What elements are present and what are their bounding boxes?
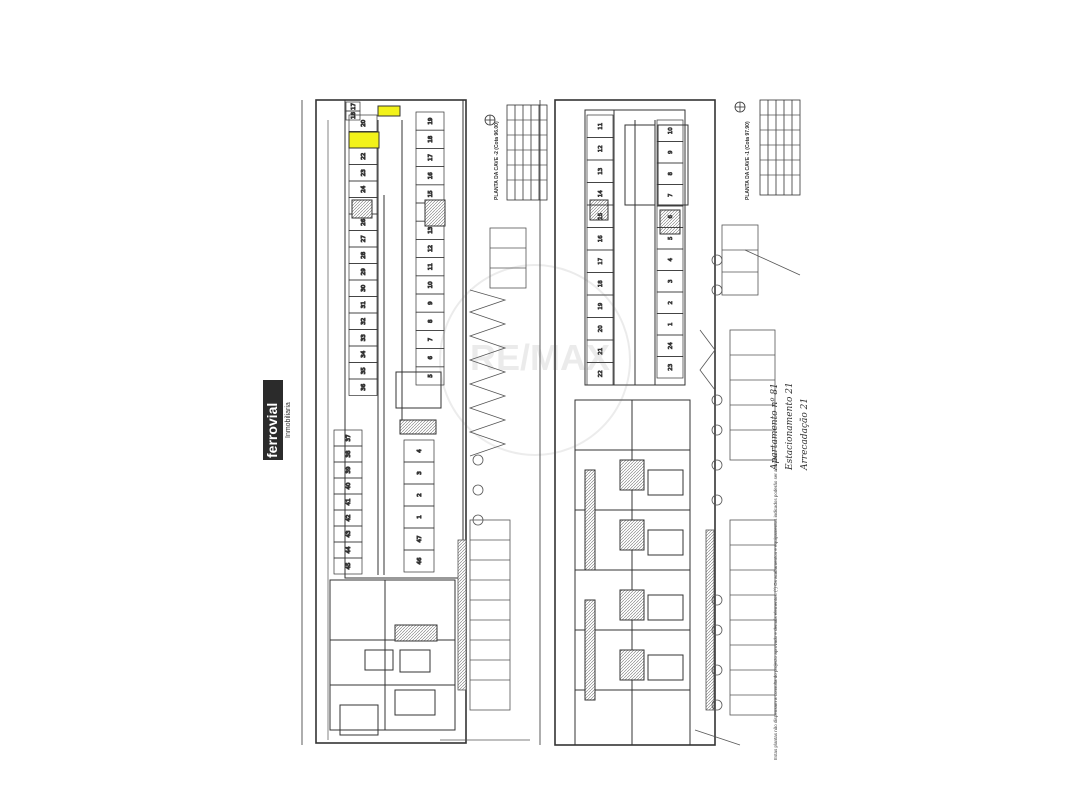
- stall-number: 3: [668, 279, 674, 283]
- footnote: Estas plantas não dispensam a consulta d…: [773, 452, 778, 760]
- stall-number: 28: [361, 251, 367, 258]
- parking-stall: [586, 362, 614, 386]
- stall-number: 36: [361, 383, 367, 390]
- right-external-bays: [694, 224, 801, 746]
- stall-number: 18: [428, 135, 434, 142]
- stall-number: 5: [668, 236, 674, 240]
- stall-number: 4: [668, 258, 674, 262]
- parking-number: Estacionamento 21: [785, 382, 795, 470]
- stall-number: 9: [428, 301, 434, 305]
- stall-number: 7: [428, 337, 434, 341]
- right-floor-plan: [539, 99, 716, 746]
- stall-number: 14: [598, 190, 604, 197]
- stall-number: 27: [361, 235, 367, 242]
- left-external-bays: [440, 227, 530, 741]
- stall-number: 30: [361, 284, 367, 291]
- watermark: RE/MAX: [439, 264, 631, 456]
- stall-number: 8: [428, 319, 434, 323]
- stall-number: 1: [668, 323, 674, 327]
- stall-number: 31: [361, 301, 367, 308]
- stall-number: 32: [361, 318, 367, 325]
- stall-number: 12: [598, 145, 604, 152]
- brand-logo: ferrovial: [264, 402, 280, 458]
- stall-number: 22: [361, 153, 367, 160]
- watermark-text: RE/MAX: [470, 337, 610, 378]
- left-outer-stalls: 2021222324252627282930313233343536373839…: [333, 114, 378, 575]
- parking-stall: [345, 110, 361, 121]
- stall-number: 18: [351, 112, 357, 119]
- stall-number: 20: [361, 119, 367, 126]
- stall-number: 10: [428, 281, 434, 288]
- parking-stall: [348, 378, 378, 396]
- stall-number: 33: [361, 334, 367, 341]
- left-inner-stalls: 1918171615141312111098765432147461718: [345, 101, 445, 573]
- stall-number: 34: [361, 350, 367, 357]
- stall-number: 43: [346, 530, 352, 537]
- left-floor-plan: 2021222324252627282930313233343536373839…: [301, 99, 467, 745]
- stall-number: 17: [351, 103, 357, 110]
- parking-stall: [333, 557, 363, 575]
- stall-number: 35: [361, 367, 367, 374]
- stall-number: 12: [428, 245, 434, 252]
- brand-subtitle: Inmobiliaria: [285, 402, 292, 438]
- stall-number: 11: [598, 123, 604, 130]
- parking-stall: [403, 549, 435, 573]
- stall-number: 11: [428, 263, 434, 270]
- stall-number: 3: [417, 471, 423, 475]
- stall-number: 1: [417, 515, 423, 519]
- stall-number: 40: [346, 482, 352, 489]
- stall-number: 26: [361, 218, 367, 225]
- stall-number: 47: [417, 535, 423, 542]
- stall-number: 13: [428, 226, 434, 233]
- stall-number: 41: [346, 499, 352, 506]
- plan-title-right: PLANTA DA CAVE -1 (Cota 97.90): [745, 121, 751, 200]
- stall-number: 9: [668, 150, 674, 154]
- stall-number: 13: [598, 167, 604, 174]
- stall-number: 17: [428, 154, 434, 161]
- stall-number: 15: [598, 212, 604, 219]
- stall-number: 15: [428, 190, 434, 197]
- stall-number: 7: [668, 193, 674, 197]
- stall-number: 42: [346, 515, 352, 522]
- stall-number: 6: [668, 215, 674, 219]
- logo-box: [263, 380, 283, 460]
- stall-number: 6: [428, 355, 434, 359]
- left-legend: [484, 104, 548, 201]
- stall-number: 39: [346, 466, 352, 473]
- stall-number: 21: [598, 348, 604, 355]
- stall-number: 2: [668, 301, 674, 305]
- stall-number: 38: [346, 450, 352, 457]
- stall-number: 18: [598, 280, 604, 287]
- stall-number: 19: [428, 117, 434, 124]
- plan-title-left: PLANTA DA CAVE -2 (Cota 96.00): [494, 121, 500, 200]
- parking-stall: [656, 356, 684, 379]
- stall-number: 4: [417, 449, 423, 453]
- stall-number: 22: [598, 370, 604, 377]
- stall-number: 8: [668, 172, 674, 176]
- stall-number: 5: [428, 374, 434, 378]
- storage-number: Arrecadação 21: [800, 397, 810, 470]
- stall-number: 19: [598, 302, 604, 309]
- stall-number: 23: [668, 363, 674, 370]
- stall-number: 29: [361, 268, 367, 275]
- stall-number: 37: [346, 434, 352, 441]
- stall-number: 44: [346, 546, 352, 553]
- stall-number: 16: [598, 235, 604, 242]
- stall-number: 23: [361, 169, 367, 176]
- stall-number: 16: [428, 172, 434, 179]
- stall-number: 10: [668, 127, 674, 134]
- right-legend: [734, 99, 801, 196]
- stall-number: 45: [346, 562, 352, 569]
- stall-number: 24: [668, 342, 674, 349]
- parking-stall: [415, 366, 445, 386]
- stall-number: 24: [361, 185, 367, 192]
- stall-number: 46: [417, 557, 423, 564]
- stall-number: 2: [417, 493, 423, 497]
- stall-number: 17: [598, 257, 604, 264]
- stall-number: 20: [598, 325, 604, 332]
